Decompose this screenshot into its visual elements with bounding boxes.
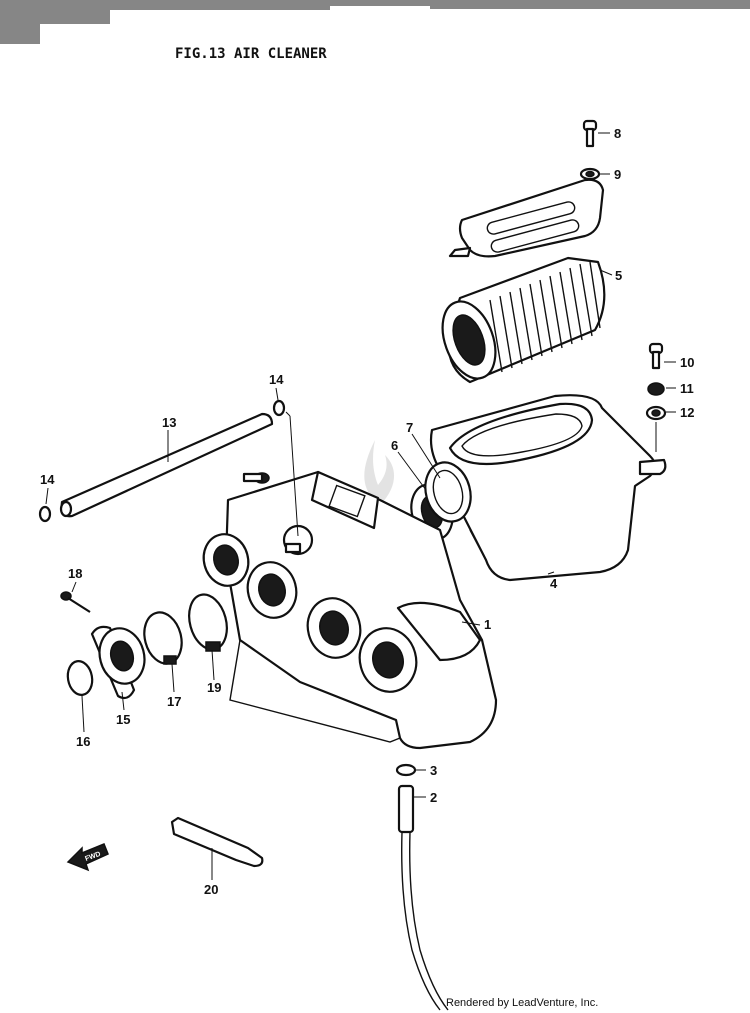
callout-16: 16 [76,734,90,749]
callout-14-lower: 14 [40,472,55,487]
figure-title: FIG.13 AIR CLEANER [175,46,327,62]
clamp-17 [143,611,183,665]
callout-5: 5 [615,268,622,283]
clip-14-upper [272,399,286,417]
clamp-19 [188,593,228,652]
washer-9 [579,167,601,181]
callout-13: 13 [162,415,176,430]
callout-18: 18 [68,566,82,581]
cover-housing [429,394,667,582]
render-credit: Rendered by LeadVenture, Inc. [446,997,598,1009]
callout-6: 6 [391,438,398,453]
intake-boot-a [202,533,250,587]
callout-9: 9 [614,167,621,182]
callout-14-upper: 14 [269,372,284,387]
callout-17: 17 [167,694,181,709]
o-ring-16 [66,660,94,696]
intake-boot-d [358,627,418,693]
case-bolt [242,472,270,484]
bolt-8 [582,119,598,148]
air-cleaner-case-1 [224,470,498,750]
clip-14-lower [38,505,52,523]
cushion-11 [647,382,665,396]
intake-boot-c [306,597,362,659]
leader-lines [45,132,676,880]
intake-boot-b [246,561,298,619]
scan-noise [0,0,750,44]
callout-8: 8 [614,126,621,141]
callout-1: 1 [484,617,491,632]
hose-clamp-3 [395,763,417,777]
callout-15: 15 [116,712,130,727]
screw-18 [60,591,91,613]
callout-2: 2 [430,790,437,805]
breather-hose-13 [59,412,274,518]
callout-7: 7 [406,420,413,435]
callout-11: 11 [680,381,694,396]
strap-20 [170,816,264,868]
washer-12 [645,405,667,421]
callout-19: 19 [207,680,221,695]
intake-pipe-15 [90,625,146,700]
callout-numbers: 8 9 5 10 11 12 4 7 6 1 14 13 14 18 15 16… [40,126,694,897]
callout-3: 3 [430,763,437,778]
filter-element [441,256,606,384]
callout-4: 4 [550,576,558,591]
cover-plate [448,178,605,258]
drain-hose-2 [397,784,449,1011]
seal-ring-7 [424,461,472,523]
callout-20: 20 [204,882,218,897]
forward-arrow-icon: FWD [66,843,109,872]
watermark-logo [364,440,395,505]
callout-12: 12 [680,405,694,420]
callout-10: 10 [680,355,694,370]
bolt-10 [648,342,664,370]
